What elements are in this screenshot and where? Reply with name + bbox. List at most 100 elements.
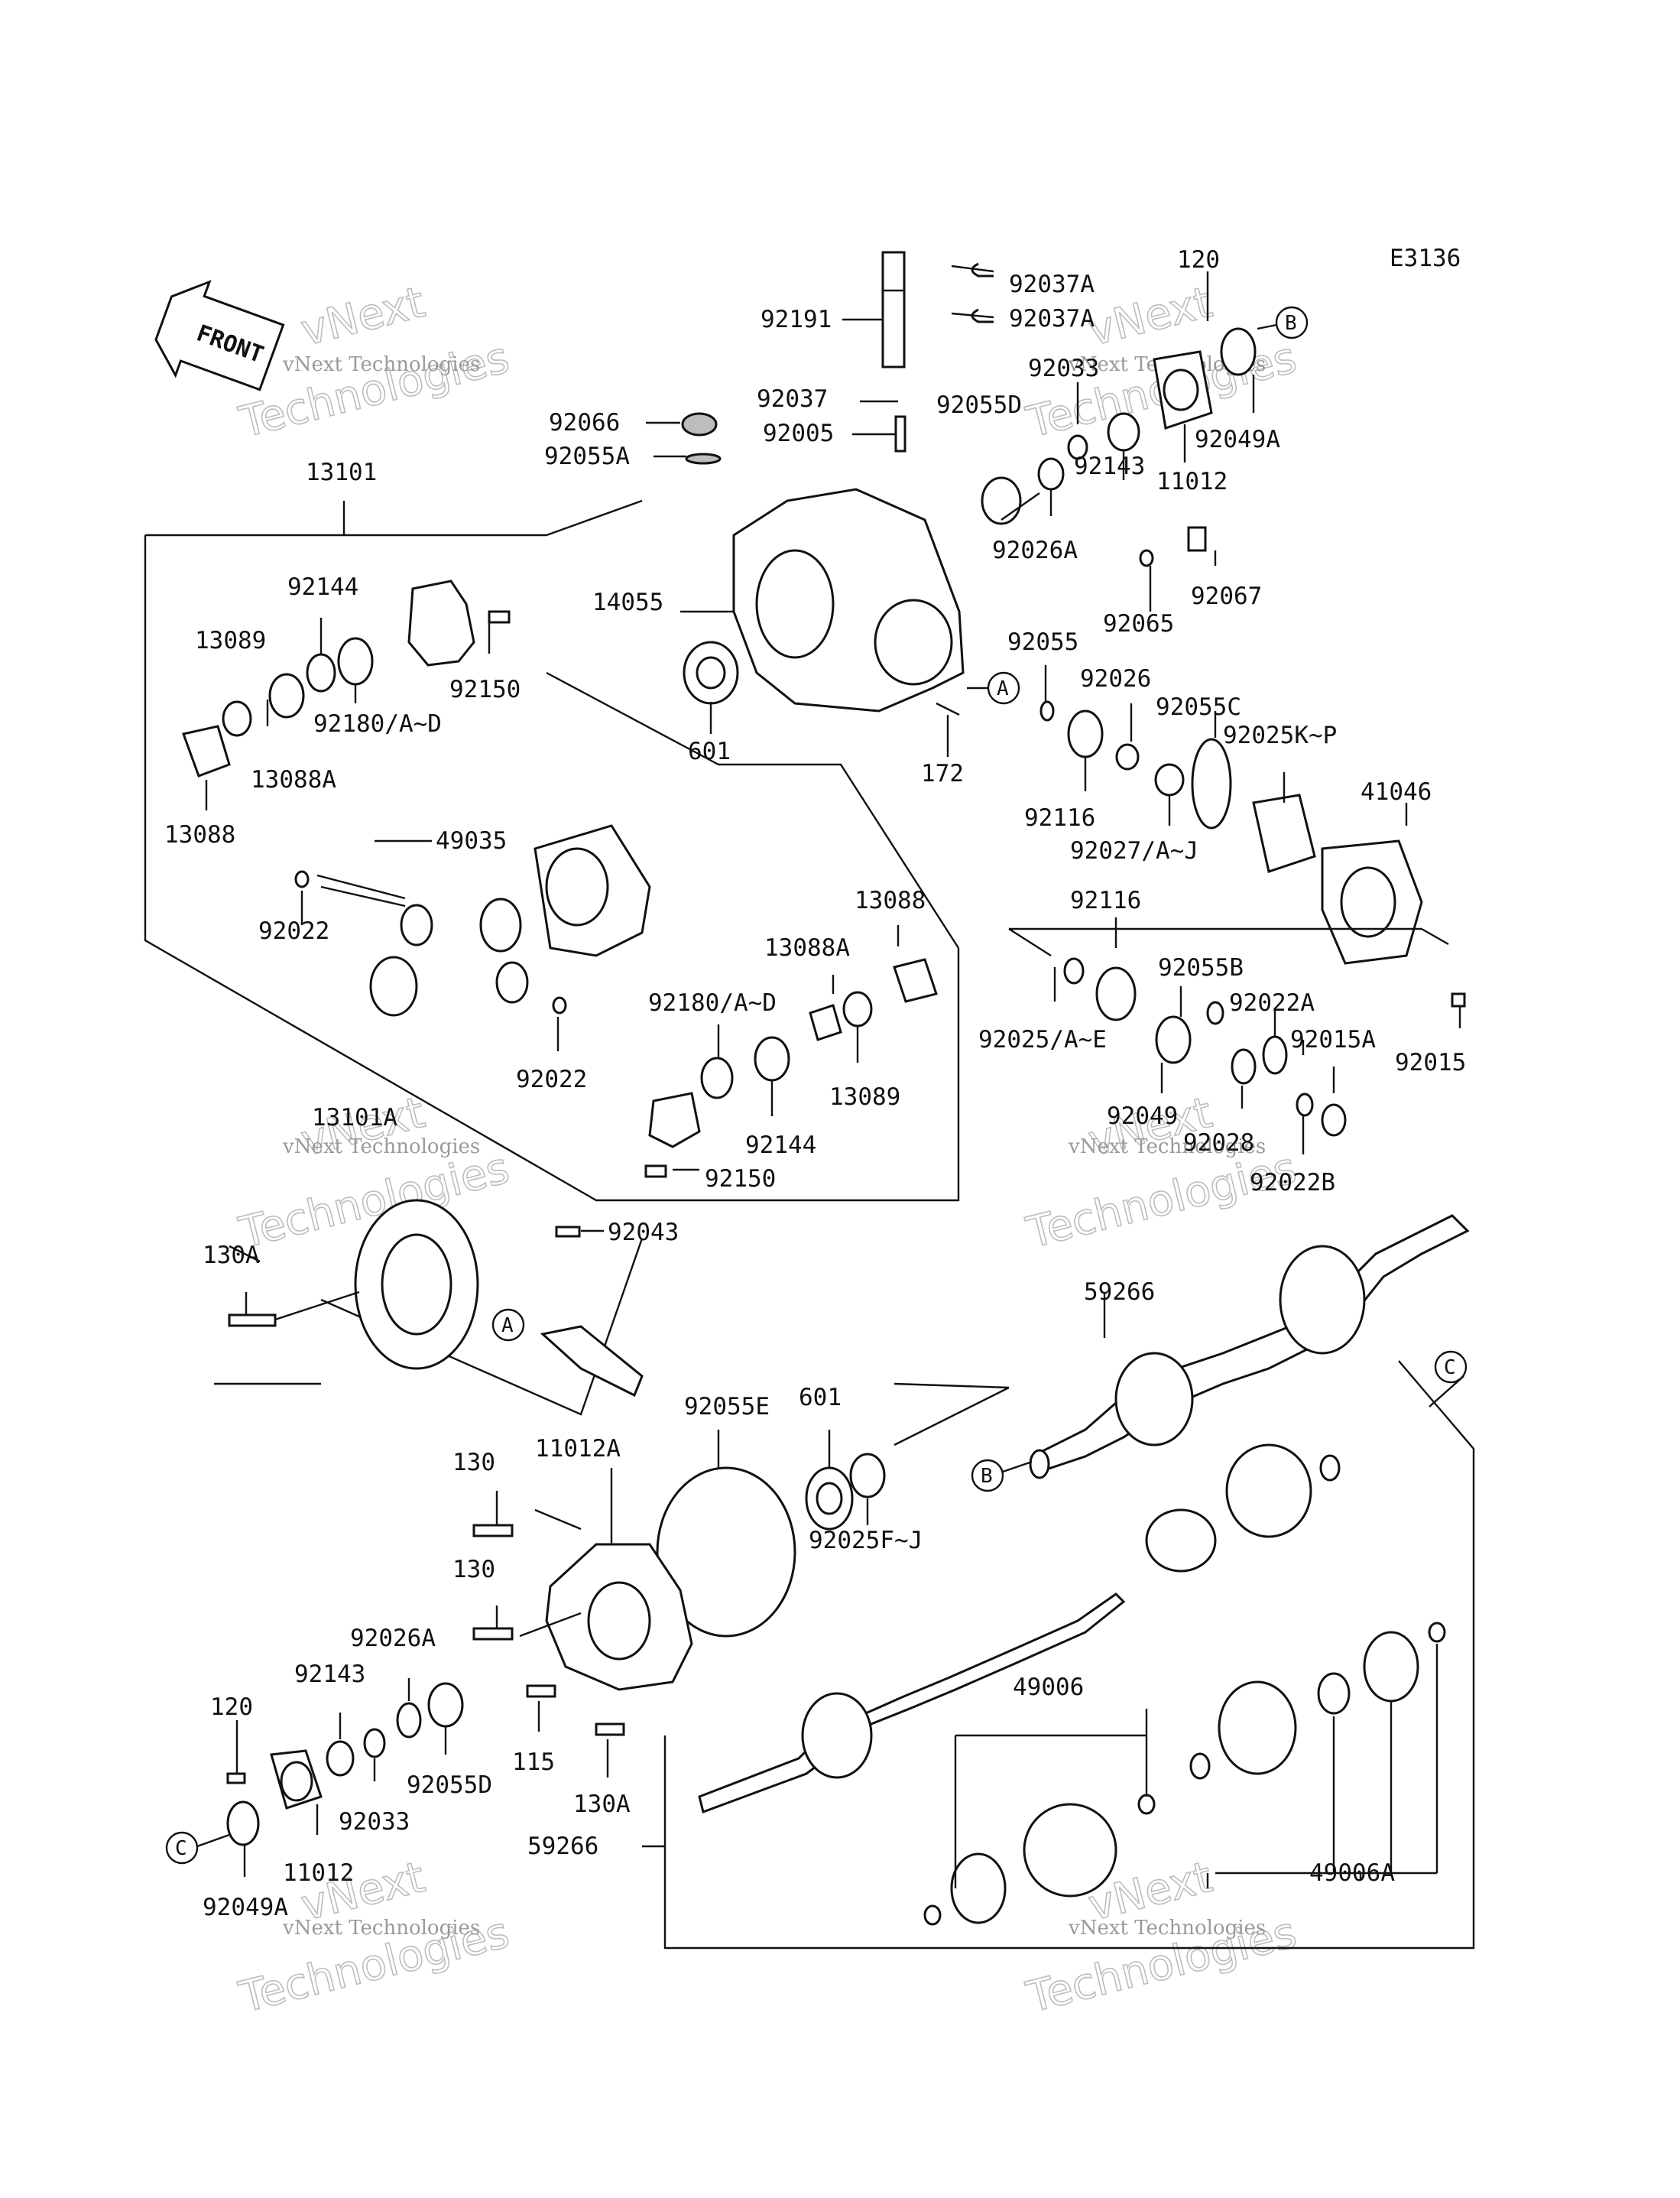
part-label: 92065 xyxy=(1103,610,1174,638)
shim-icon xyxy=(337,637,374,686)
part-label: 49006 xyxy=(1013,1674,1084,1701)
drive-shaft-lower xyxy=(698,1443,1446,1926)
o-ring-icon xyxy=(1191,738,1232,830)
part-label: 92055B xyxy=(1158,954,1244,982)
front-arrow: FRONT xyxy=(154,280,285,391)
watermark-word-1: vNext xyxy=(297,278,430,356)
part-label: 13089 xyxy=(195,627,266,654)
housing-bore-icon xyxy=(874,599,953,686)
part-label: 92055 xyxy=(1007,628,1078,656)
lock-washer-icon xyxy=(1262,1035,1288,1075)
group-box-differential xyxy=(144,499,960,1202)
bolt-icon xyxy=(472,1627,514,1641)
seal-icon xyxy=(326,1740,355,1777)
callout-C-bottom: C xyxy=(165,1831,230,1865)
callout-letter: B xyxy=(1285,312,1297,335)
differential-case xyxy=(182,580,938,1178)
watermark-caption: vNext Technologies xyxy=(1068,1917,1266,1940)
part-label: 92150 xyxy=(449,676,521,703)
callout-C-top: C xyxy=(1429,1350,1468,1407)
part-label: 92180/A~D xyxy=(648,989,777,1017)
part-label: 92144 xyxy=(287,573,358,601)
pinion-gear-icon xyxy=(495,961,529,1004)
callout-A-top: A xyxy=(967,671,1020,705)
part-label: 92143 xyxy=(294,1661,365,1688)
part-label: 130 xyxy=(452,1556,495,1583)
part-label: 92067 xyxy=(1191,583,1262,610)
washer-icon xyxy=(552,996,567,1015)
part-label: 120 xyxy=(1177,246,1220,274)
breather-assembly xyxy=(881,251,994,453)
part-label: 14055 xyxy=(592,589,663,616)
shim-icon xyxy=(1154,763,1185,797)
washer-icon xyxy=(1139,549,1154,567)
drive-pinion-icon xyxy=(540,1325,644,1398)
washer-icon xyxy=(1037,457,1065,491)
housing-14055 xyxy=(681,327,1257,716)
washer-icon xyxy=(294,870,310,888)
watermark-top-left: vNext Technologies vNext Technologies xyxy=(234,277,514,448)
seal-icon xyxy=(1107,412,1140,452)
part-label: 130 xyxy=(452,1449,495,1476)
circlip-icon xyxy=(1067,434,1088,460)
part-label: 13088 xyxy=(855,887,926,914)
washer-icon xyxy=(1296,1093,1314,1117)
shim-icon xyxy=(849,1453,886,1498)
part-label: 13088 xyxy=(164,821,235,849)
diff-case-half-icon xyxy=(648,1092,701,1148)
part-label: 49006A xyxy=(1309,1859,1395,1887)
o-ring-icon xyxy=(427,1682,464,1728)
ring-gear-assembly xyxy=(228,1199,644,1398)
bolt-icon xyxy=(472,1524,514,1537)
washer-icon xyxy=(396,1702,422,1739)
part-label: 601 xyxy=(688,738,731,765)
part-label: 92049A xyxy=(1195,426,1280,453)
bolt-icon xyxy=(488,610,511,624)
nut-icon xyxy=(1451,992,1466,1008)
part-label: 92022A xyxy=(1229,989,1315,1017)
watermark-word-2: Technologies xyxy=(235,333,514,447)
part-label: 92150 xyxy=(705,1165,776,1193)
output-seal-area xyxy=(656,1382,1010,1638)
watermark-word-2: Technologies xyxy=(1022,1143,1302,1258)
part-label: 115 xyxy=(512,1748,555,1776)
bearing-icon xyxy=(1095,966,1137,1021)
band-icon xyxy=(1317,1672,1351,1715)
part-label: 92033 xyxy=(1028,355,1099,382)
band-clip-icon xyxy=(923,1904,942,1926)
part-label: 92025F~J xyxy=(809,1527,923,1554)
bearing-housing-bore-icon xyxy=(280,1761,313,1802)
diff-case-bore-icon xyxy=(545,847,609,927)
bolt-icon xyxy=(228,1313,277,1327)
oil-seal-icon xyxy=(1155,1015,1192,1064)
cage-icon xyxy=(1145,1508,1217,1573)
nut-icon xyxy=(1321,1103,1347,1137)
part-label: 92025/A~E xyxy=(978,1026,1107,1054)
gasket-icon xyxy=(1252,794,1316,873)
callout-letter: A xyxy=(501,1314,514,1337)
part-label: 49035 xyxy=(436,827,507,855)
plate-icon xyxy=(893,958,938,1003)
part-label: 92022 xyxy=(516,1066,587,1093)
watermark-caption: vNext Technologies xyxy=(282,353,480,376)
part-label: 92144 xyxy=(745,1131,816,1159)
boot-icon xyxy=(1218,1680,1297,1775)
bearing-housing-bore-icon xyxy=(1163,368,1199,411)
bolt-icon xyxy=(595,1722,625,1736)
bearing-bore-icon xyxy=(696,656,726,690)
collar-icon xyxy=(1115,743,1140,771)
part-label: 92055A xyxy=(544,443,630,470)
part-label: 92028 xyxy=(1183,1129,1254,1157)
watermark-word-1: vNext xyxy=(1084,278,1217,356)
bolt-icon xyxy=(526,1684,556,1698)
part-label: 92049 xyxy=(1107,1102,1178,1130)
callout-letter: C xyxy=(1444,1356,1456,1379)
circlip-icon xyxy=(363,1728,386,1758)
spline-end-icon xyxy=(1319,1454,1341,1482)
part-label: 13088A xyxy=(764,934,850,962)
part-label: 92055E xyxy=(684,1393,770,1420)
bearing-housing-bore-icon xyxy=(1340,866,1396,938)
callout-letter: C xyxy=(175,1837,187,1860)
oil-seal-icon xyxy=(226,1800,260,1846)
bolt-icon xyxy=(644,1164,667,1178)
